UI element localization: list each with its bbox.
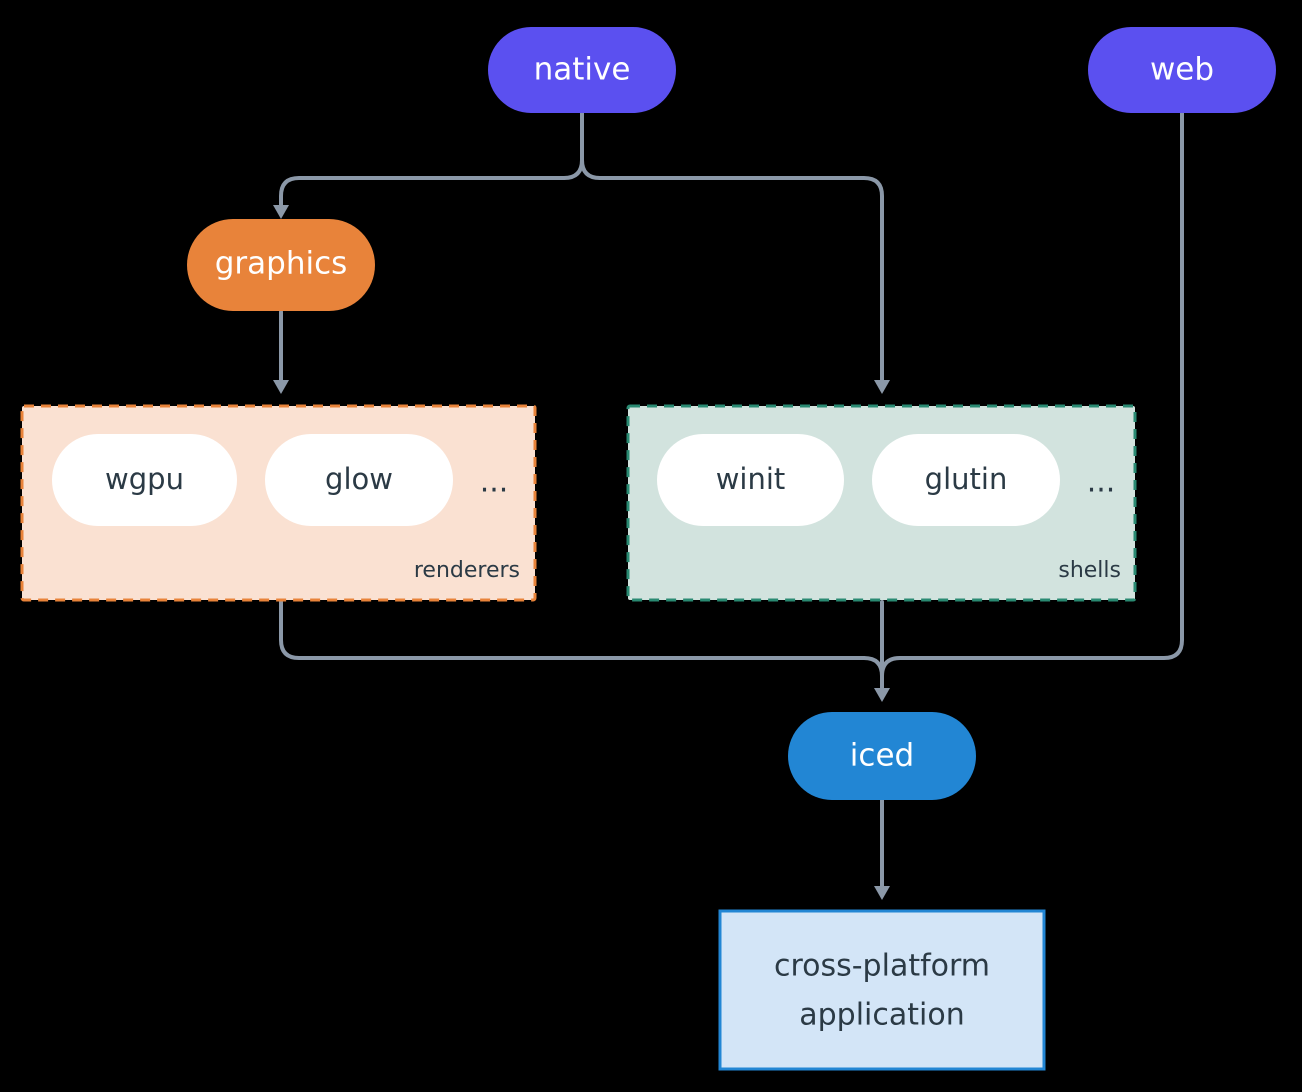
chip-glow-label: glow [325, 462, 393, 496]
group-renderers: wgpu glow ... renderers [20, 404, 537, 602]
edge-layer [273, 110, 1184, 900]
arrowhead-iced-to-application [874, 886, 890, 900]
node-application-label-line2: application [799, 998, 964, 1033]
edge-native-trunk [580, 110, 602, 180]
node-application[interactable]: cross-platform application [718, 909, 1046, 1071]
node-graphics[interactable]: graphics [187, 219, 375, 311]
arrowhead-merge-to-iced [874, 688, 890, 702]
node-native[interactable]: native [488, 27, 676, 113]
node-application-label-line1: cross-platform [774, 949, 990, 984]
node-application-shape[interactable] [718, 909, 1046, 1071]
arrowhead-native-to-graphics [273, 205, 289, 219]
renderers-ellipsis: ... [480, 465, 509, 500]
edge-native-to-graphics [279, 176, 566, 207]
group-shells: winit glutin ... shells [626, 404, 1137, 602]
edge-merge-left-curve [862, 656, 884, 678]
chip-glutin-label: glutin [925, 462, 1008, 496]
node-web-shape[interactable] [1088, 27, 1276, 113]
shells-group-label: shells [1058, 558, 1121, 583]
node-iced-label: iced [850, 738, 914, 774]
node-iced[interactable]: iced [788, 712, 976, 800]
edge-web-to-iced [898, 110, 1184, 660]
node-web[interactable]: web [1088, 27, 1276, 113]
renderers-group-label: renderers [414, 558, 520, 583]
chip-winit[interactable] [657, 434, 844, 526]
chip-winit-label: winit [716, 462, 786, 496]
node-native-label: native [534, 52, 631, 88]
node-native-shape[interactable] [488, 27, 676, 113]
chip-glutin[interactable] [872, 434, 1060, 526]
node-graphics-shape[interactable] [187, 219, 375, 311]
arrowhead-graphics-to-renderers [273, 380, 289, 394]
arrowhead-native-to-shells [874, 380, 890, 394]
node-web-label: web [1150, 52, 1214, 88]
chip-wgpu[interactable] [52, 434, 237, 526]
edge-native-to-shells [598, 176, 884, 382]
edge-merge-right-curve [880, 656, 902, 678]
shells-ellipsis: ... [1087, 465, 1116, 500]
node-graphics-label: graphics [215, 246, 348, 282]
chip-wgpu-label: wgpu [105, 462, 184, 496]
edge-renderers-to-iced [279, 600, 866, 660]
node-iced-shape[interactable] [788, 712, 976, 800]
edge-native-trunk-left [562, 158, 584, 180]
chip-glow[interactable] [265, 434, 453, 526]
